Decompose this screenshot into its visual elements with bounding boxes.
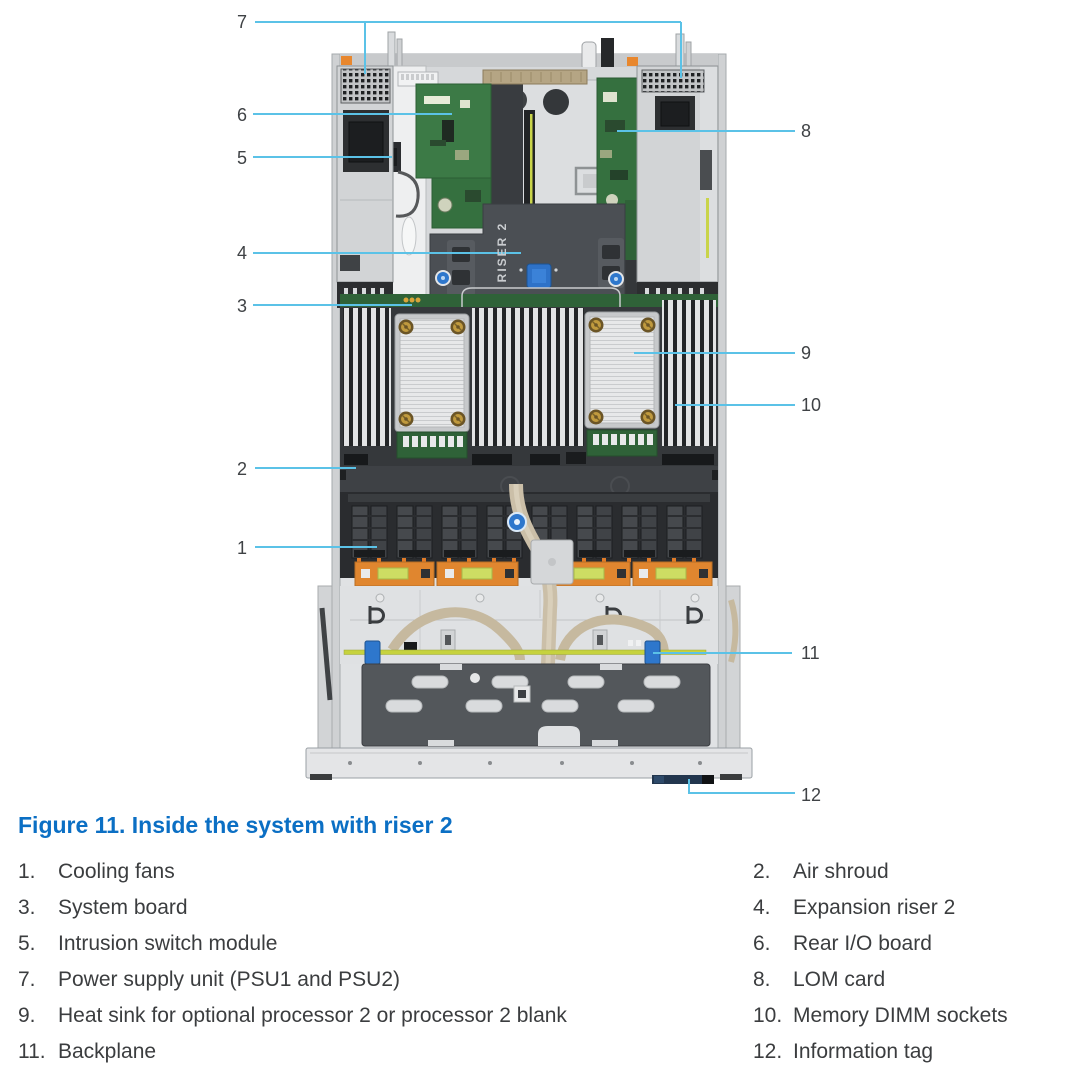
callout-number-11: 11: [801, 643, 820, 663]
legend-item-number: 4.: [753, 896, 771, 919]
legend-item-label: Expansion riser 2: [793, 896, 956, 919]
legend-item-label: Power supply unit (PSU1 and PSU2): [58, 968, 400, 991]
legend-item-2: 2. Air shroud: [735, 854, 1062, 890]
callout-number-2: 2: [236, 459, 247, 479]
psu1: [336, 65, 394, 308]
callout-number-1: 1: [236, 538, 247, 558]
callout-number-8: 8: [801, 121, 812, 141]
legend-item-10: 10. Memory DIMM sockets: [735, 998, 1062, 1034]
chassis-side-right: [725, 585, 741, 749]
legend-item-label: Air shroud: [793, 860, 889, 883]
front-bezel: [305, 747, 753, 780]
psu2: [636, 65, 719, 308]
legend-item-6: 6. Rear I/O board: [735, 926, 1062, 962]
legend-item-number: 6.: [753, 932, 771, 955]
legend-item-9: 9. Heat sink for optional processor 2 or …: [0, 998, 735, 1034]
callout-number-7: 7: [236, 12, 247, 32]
legend-item-number: 3.: [18, 896, 36, 919]
riser-slot: [524, 110, 535, 210]
legend-item-label: LOM card: [793, 968, 886, 991]
legend-item-11: 11. Backplane: [0, 1034, 735, 1070]
legend-item-label: System board: [58, 896, 188, 919]
legend-item-number: 10.: [753, 1004, 783, 1027]
legend-item-number: 7.: [18, 968, 36, 991]
legend-item-1: 1. Cooling fans: [0, 854, 735, 890]
legend-item-label: Backplane: [58, 1040, 157, 1063]
rear-vent-strip: [482, 69, 588, 85]
heat-sink-2: [584, 311, 660, 457]
legend-item-label: Rear I/O board: [793, 932, 932, 955]
callout-number-6: 6: [236, 105, 247, 125]
drive-cage-cover: [361, 663, 711, 747]
legend-item-number: 11.: [18, 1040, 46, 1063]
legend-item-label: Cooling fans: [58, 860, 175, 883]
legend-item-3: 3. System board: [0, 890, 735, 926]
chassis-side-left: [317, 585, 333, 749]
legend-item-label: Information tag: [793, 1040, 934, 1063]
legend-item-12: 12. Information tag: [735, 1034, 1062, 1070]
legend-item-label: Heat sink for optional processor 2 or pr…: [58, 1004, 567, 1027]
legend-item-number: 5.: [18, 932, 36, 955]
legend-item-number: 8.: [753, 968, 771, 991]
server-interior-illustration: [253, 21, 795, 794]
information-tag: [652, 775, 714, 784]
callout-number-4: 4: [236, 243, 247, 263]
dimm-bank-center: [472, 308, 584, 446]
callout-number-9: 9: [801, 343, 812, 363]
legend-item-5: 5. Intrusion switch module: [0, 926, 735, 962]
board-connectors: [344, 452, 714, 465]
figure-caption: Figure 11. Inside the system with riser …: [18, 812, 453, 838]
legend-item-number: 9.: [18, 1004, 36, 1027]
legend-item-label: Intrusion switch module: [58, 932, 278, 955]
memory-dimm-sockets: [662, 300, 716, 446]
legend-item-4: 4. Expansion riser 2: [735, 890, 1062, 926]
callout-lines: [253, 21, 795, 794]
server-interior-figure: RISER 2 7 6 5 4 3 2 1 8 9 10 11 12: [236, 12, 822, 805]
figure-legend: 1. Cooling fans 2. Air shroud 3. System boa…: [0, 854, 1062, 1070]
rear-io-board: [415, 83, 492, 229]
callout-number-10: 10: [801, 395, 822, 415]
legend-item-number: 1.: [18, 860, 36, 883]
psu-bay: [391, 65, 439, 309]
legend-item-number: 2.: [753, 860, 771, 883]
heat-sink-1: [394, 313, 470, 459]
legend-item-label: Memory DIMM sockets: [793, 1004, 1008, 1027]
legend-item-number: 12.: [753, 1040, 783, 1063]
callout-number-5: 5: [236, 148, 247, 168]
legend-item-8: 8. LOM card: [735, 962, 1062, 998]
callout-number-3: 3: [236, 296, 247, 316]
legend-item-7: 7. Power supply unit (PSU1 and PSU2): [0, 962, 735, 998]
dimm-bank-left: [343, 308, 391, 446]
riser-2-label: RISER 2: [495, 221, 509, 283]
callout-number-12: 12: [801, 785, 822, 805]
